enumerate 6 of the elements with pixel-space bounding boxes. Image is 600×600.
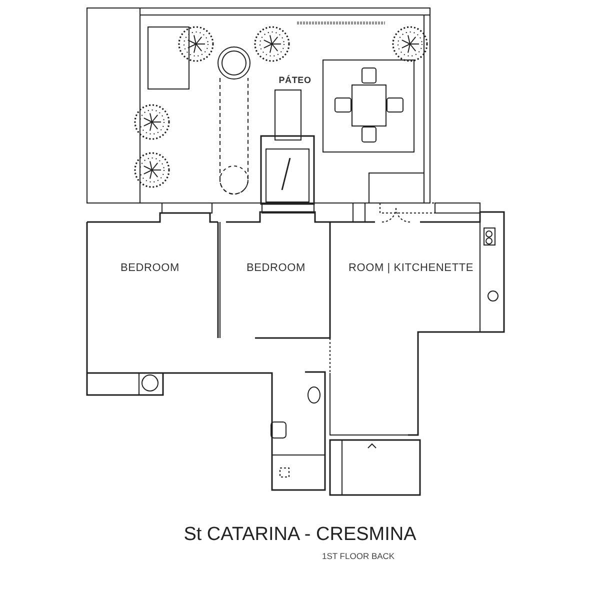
plan-caption: 1ST FLOOR BACK <box>322 551 395 561</box>
room-label: ROOM | KITCHENETTE <box>348 262 474 274</box>
room-label: BEDROOM <box>120 262 180 274</box>
plan-title: St CATARINA - CRESMINA <box>182 524 418 546</box>
room-label: PÁTEO <box>278 75 312 85</box>
room-label: BEDROOM <box>246 262 306 274</box>
